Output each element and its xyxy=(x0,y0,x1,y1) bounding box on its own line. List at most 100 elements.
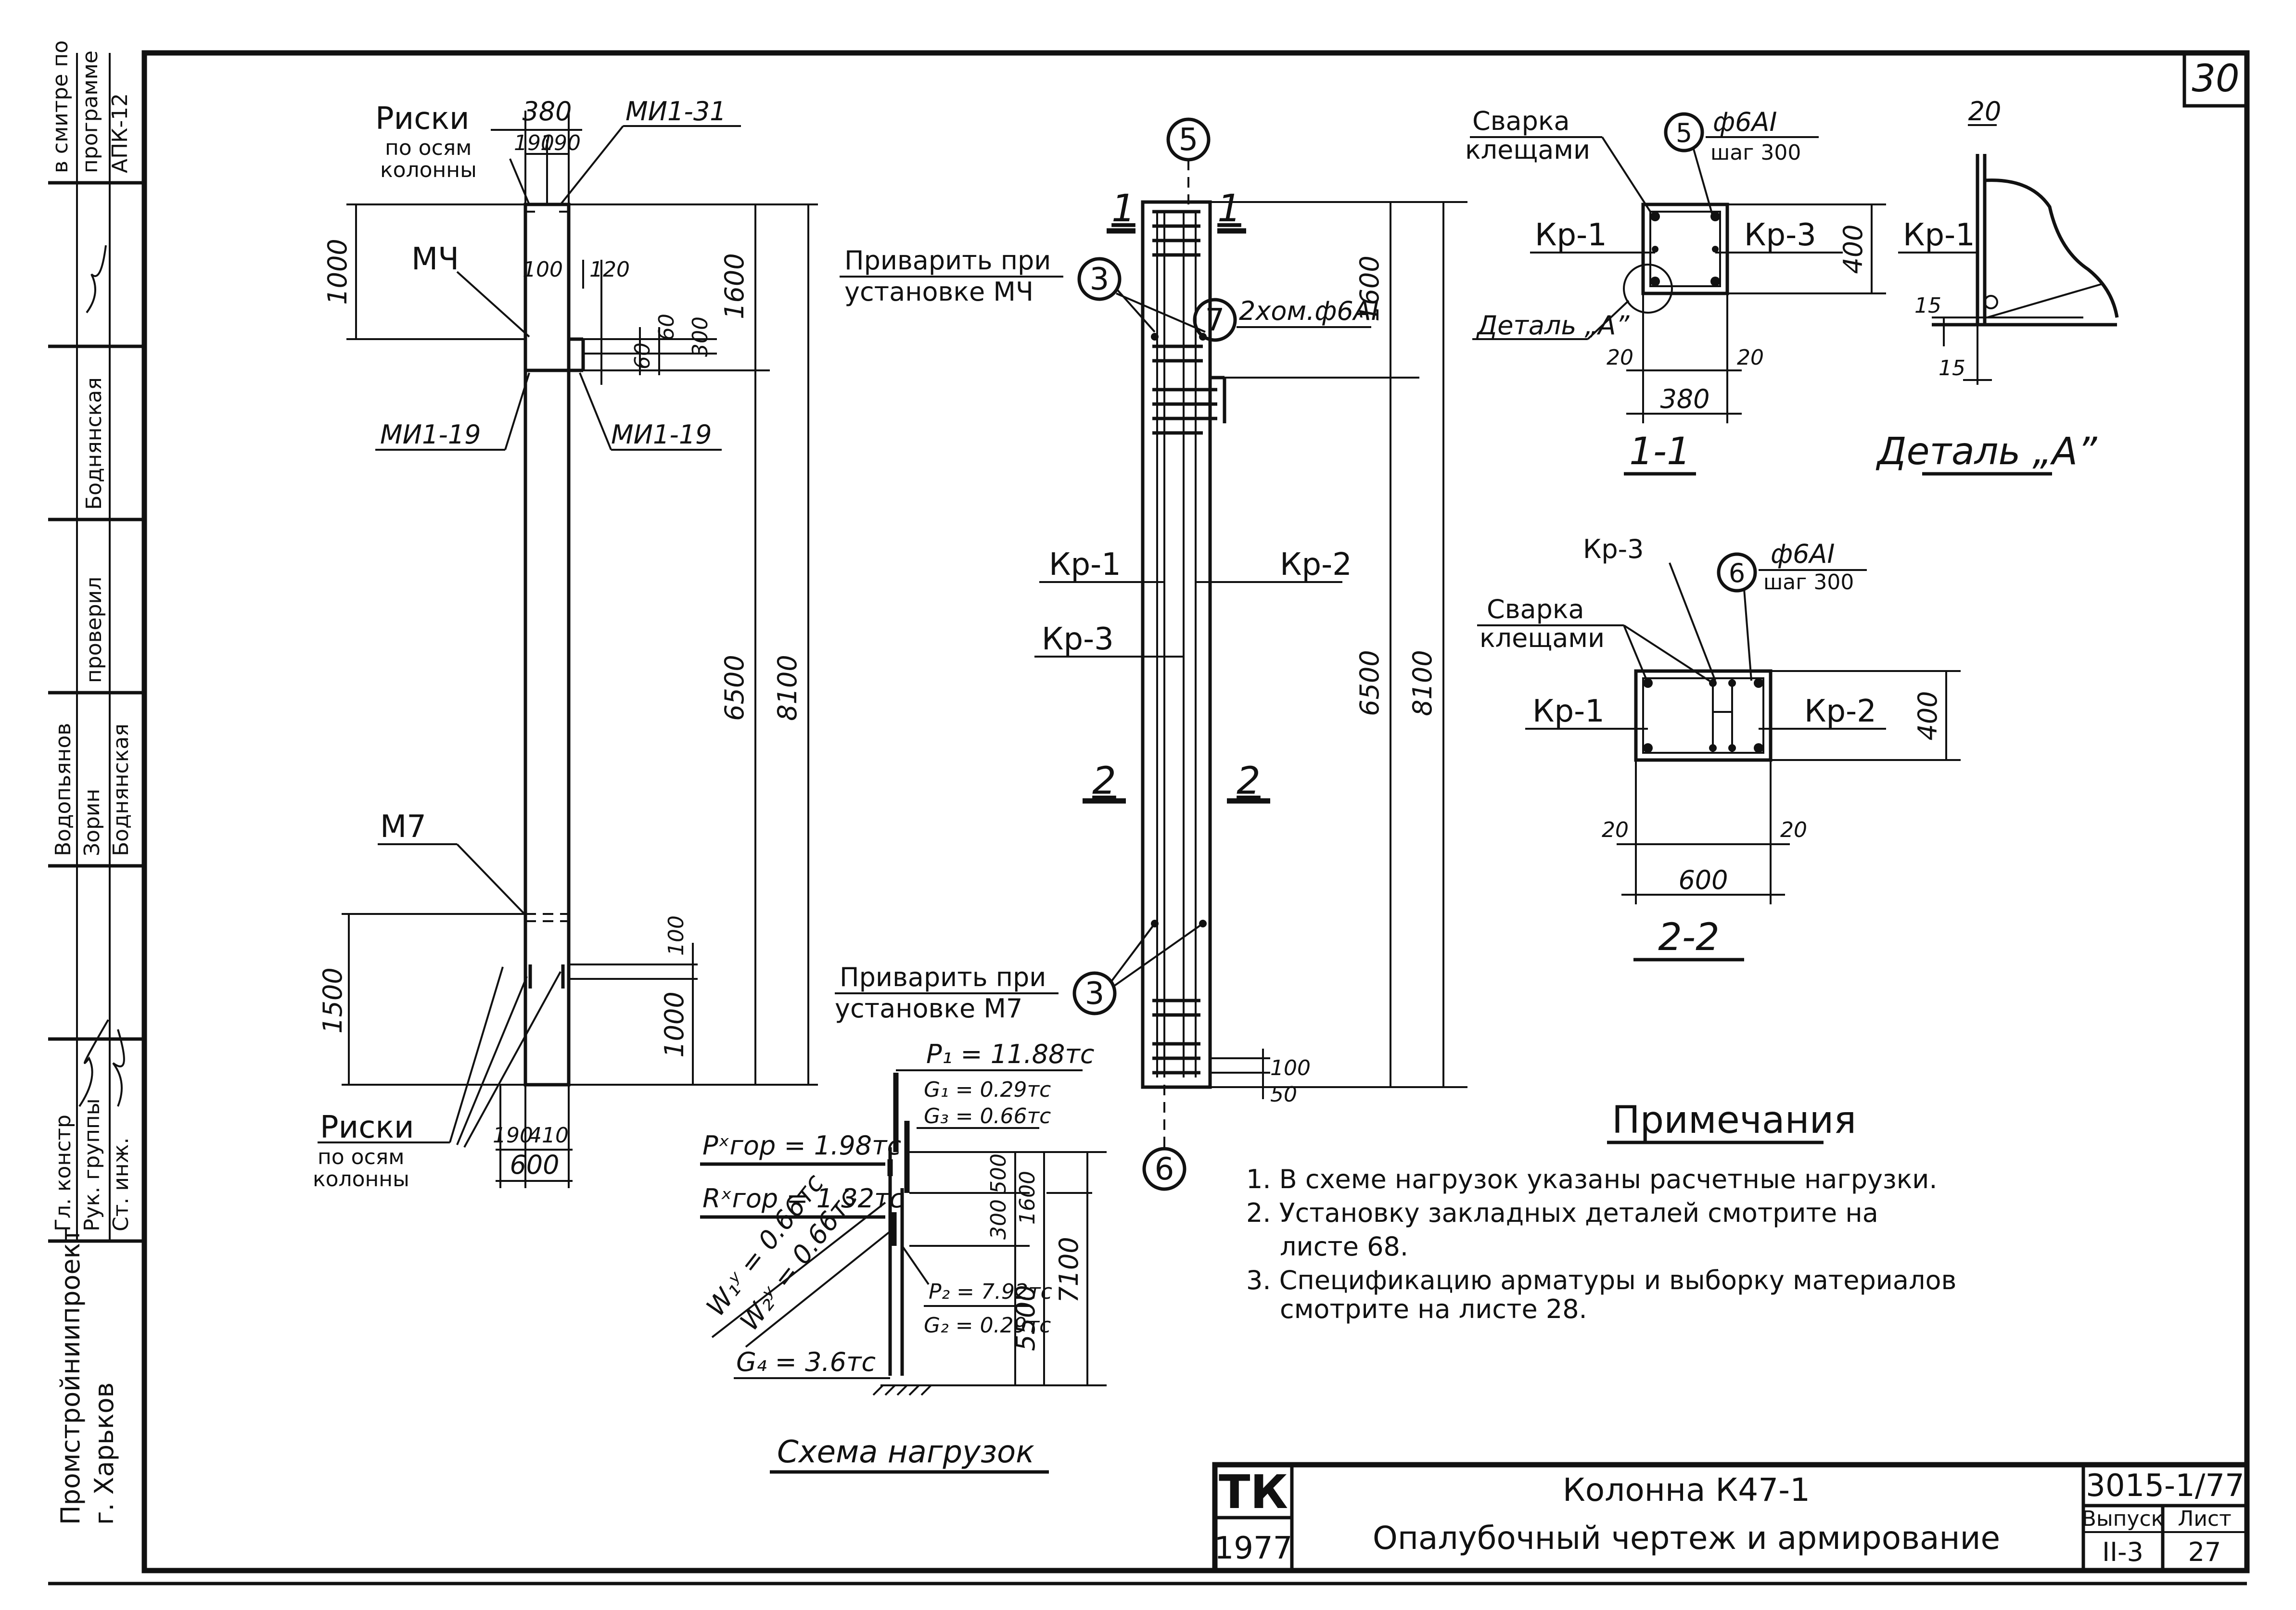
weld-mch-line1: Приварить при xyxy=(844,245,1051,276)
s22-kr1: Кр-1 xyxy=(1532,694,1605,729)
label-kr2: Кр-2 xyxy=(1280,547,1352,583)
role-chief: Гл. констр xyxy=(51,1115,76,1231)
s22-step: шаг 300 xyxy=(1763,570,1854,595)
dim-8100: 8100 xyxy=(772,655,803,721)
signature-3 xyxy=(86,245,107,314)
section-2-2: Кр-3 6 ф6АI шаг 300 Сварка клещами Кр-1 … xyxy=(1477,534,1961,962)
load-dim-1600: 1600 xyxy=(1015,1171,1040,1225)
s11-kr1: Кр-1 xyxy=(1535,217,1607,253)
label-part-mi1-19-right: МИ1-19 xyxy=(611,419,712,450)
s22-dim-20-right: 20 xyxy=(1780,818,1807,842)
s22-pos-6: 6 xyxy=(1729,558,1745,588)
page-number: 30 xyxy=(2192,57,2239,101)
weld-m7-line2: установке М7 xyxy=(835,993,1022,1024)
dim-top-380: 380 xyxy=(522,96,572,127)
sheet-number: 27 xyxy=(2188,1537,2221,1567)
s22-title: 2-2 xyxy=(1658,916,1719,959)
load-g4: G₄ = 3.6тс xyxy=(736,1347,876,1377)
detail-dim-15-a: 15 xyxy=(1914,293,1941,318)
dim-1000-bottom: 1000 xyxy=(659,991,689,1057)
load-rx: Rˣгор = 1.32тс xyxy=(702,1183,904,1214)
pos-3-top: 3 xyxy=(1090,262,1110,297)
load-dim-5500: 5500 xyxy=(1010,1285,1041,1351)
s22-bar: ф6АI xyxy=(1771,539,1835,569)
role-checked: проверил xyxy=(82,577,106,683)
role-senior-engineer: Ст. инж. xyxy=(109,1138,133,1231)
detail-dim-20: 20 xyxy=(1968,96,2002,127)
load-dim-500: 500 xyxy=(986,1154,1011,1194)
name-2: Зорин xyxy=(80,789,104,856)
load-p1: P₁ = 11.88тс xyxy=(926,1039,1095,1069)
detail-title: Деталь „А” xyxy=(1876,430,2098,473)
approval-line-3: АПК-12 xyxy=(108,93,132,173)
note-line-5: смотрите на листе 28. xyxy=(1280,1294,1587,1324)
note-line-2: 2. Установку закладных деталей смотрите … xyxy=(1246,1198,1878,1228)
s22-weld-line2: клещами xyxy=(1480,623,1605,653)
s11-dim-20-right: 20 xyxy=(1737,345,1764,370)
s11-detail-ref: Деталь „А” xyxy=(1476,310,1630,341)
drawing-name: Колонна К47-1 xyxy=(1563,1471,1810,1509)
section-mark-2-right: 2 xyxy=(1237,760,1261,803)
issue-label: Выпуск xyxy=(2082,1507,2164,1531)
dim-top-190-left: 190 xyxy=(514,131,554,155)
rebar-elevation: 5 6 1 1 2 2 Привар xyxy=(835,117,1467,1191)
dim-600-bottom: 600 xyxy=(510,1150,559,1180)
note-line-3: листе 68. xyxy=(1280,1231,1408,1262)
stamp-strip: в смитре по программе АПК-12 Гл. констр … xyxy=(48,40,146,1571)
label-kr3: Кр-3 xyxy=(1042,621,1114,657)
rebar-dim-6500: 6500 xyxy=(1354,650,1385,716)
load-g1: G₁ = 0.29тс xyxy=(924,1078,1051,1102)
label-marks-bottom-sub2: колонны xyxy=(313,1167,409,1192)
s11-bar: ф6АI xyxy=(1713,107,1777,137)
label-kr1: Кр-1 xyxy=(1049,547,1121,583)
institute-name: Промстройниипроект xyxy=(55,1228,86,1525)
s22-kr2: Кр-2 xyxy=(1804,694,1876,729)
s11-weld-line1: Сварка xyxy=(1472,106,1570,136)
s11-weld-line2: клещами xyxy=(1465,135,1590,165)
rebar-dim-1600: 1600 xyxy=(1354,255,1385,321)
notes: Примечания 1. В схеме нагрузок указаны р… xyxy=(1246,1099,1956,1324)
rebar-dim-8100: 8100 xyxy=(1407,650,1438,716)
load-px: Pˣгор = 1.98тс xyxy=(702,1130,901,1161)
load-g3: G₃ = 0.66тс xyxy=(924,1104,1051,1128)
notes-title: Примечания xyxy=(1612,1099,1856,1142)
section-1-1: Сварка клещами 5 ф6АI шаг 300 Кр-1 Кр-3 … xyxy=(1465,106,1886,476)
load-scheme-title: Схема нагрузок xyxy=(777,1434,1034,1470)
dim-top-190-right: 190 xyxy=(540,131,581,155)
s11-dim-400: 400 xyxy=(1838,224,1868,274)
dim-100: 100 xyxy=(523,257,563,282)
institute-city: г. Харьков xyxy=(89,1382,119,1525)
s22-kr3: Кр-3 xyxy=(1583,534,1644,564)
detail-a: 20 Кр-1 15 15 Деталь „А” xyxy=(1876,96,2119,476)
weld-m7-line1: Приварить при xyxy=(840,962,1046,992)
load-g2: G₂ = 0.29тс xyxy=(924,1313,1051,1338)
dim-1500: 1500 xyxy=(318,967,348,1033)
formwork-elevation: 380 190 190 Риски по осям колонны МИ1-31… xyxy=(313,96,818,1192)
name-3: Боднянская xyxy=(109,723,133,856)
role-group-lead: Рук. группы xyxy=(80,1099,104,1231)
approval-line-2: программе xyxy=(78,51,102,173)
load-dim-300: 300 xyxy=(986,1199,1011,1240)
load-p2: P₂ = 7.92тс xyxy=(929,1280,1052,1304)
name-checker: Боднянская xyxy=(82,377,106,510)
label-mch: МЧ xyxy=(411,241,459,277)
issue-number: II-3 xyxy=(2102,1537,2143,1567)
drawing-subtitle: Опалубочный чертеж и армирование xyxy=(1373,1520,2000,1557)
pos-7: 7 xyxy=(1205,303,1225,338)
dim-60-b: 60 xyxy=(630,342,655,369)
label-marks-bottom: Риски xyxy=(320,1110,414,1145)
s11-pos-5: 5 xyxy=(1676,118,1692,148)
label-part-mi1-31: МИ1-31 xyxy=(625,96,727,127)
rebar-dim-100: 100 xyxy=(1270,1056,1311,1080)
clamp-2hom: 2хом.ф6АI xyxy=(1239,296,1379,326)
signature-2 xyxy=(112,1029,125,1107)
s11-kr3: Кр-3 xyxy=(1744,217,1816,253)
note-line-4: 3. Спецификацию арматуры и выборку матер… xyxy=(1246,1265,1956,1295)
s11-dim-380: 380 xyxy=(1660,384,1709,414)
sheet-frame: 30 xyxy=(48,50,2250,1585)
label-marks-top: Риски xyxy=(375,101,470,137)
section-mark-1-left: 1 xyxy=(1111,187,1135,230)
s11-step: шаг 300 xyxy=(1710,140,1801,165)
label-marks-top-sub1: по осям xyxy=(385,136,472,160)
